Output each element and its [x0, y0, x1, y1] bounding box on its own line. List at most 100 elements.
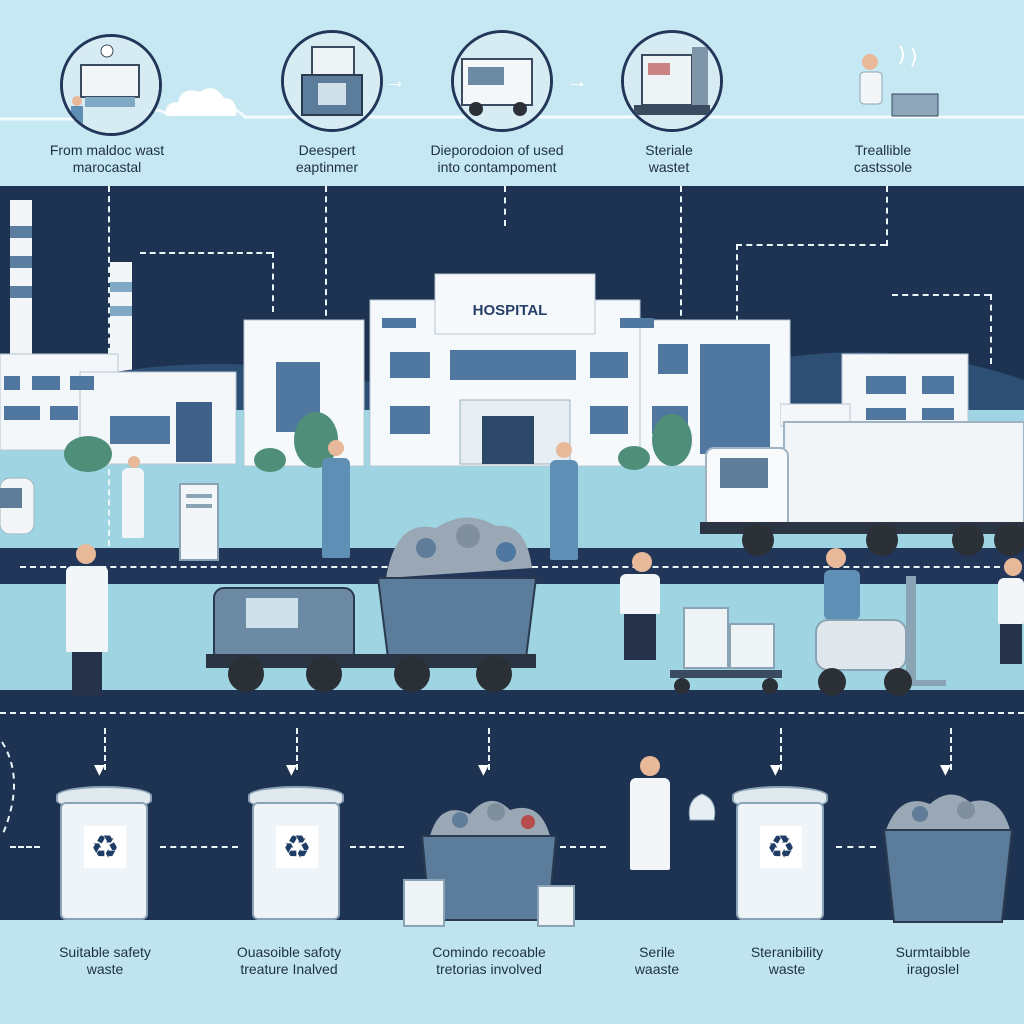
connector-line	[886, 186, 888, 246]
bin-label-4: Serile waaste	[572, 944, 742, 978]
connector-line	[780, 728, 782, 770]
step-circle-1	[60, 34, 162, 136]
step-circle-4	[621, 30, 723, 132]
doctor-legs	[72, 652, 102, 696]
road-curve	[1, 741, 15, 837]
road-marking	[0, 712, 1024, 714]
step-circle-2	[281, 30, 383, 132]
worker-figure	[322, 458, 350, 558]
bin-label-line2: iragoslel	[906, 961, 960, 977]
arrow-right-icon: →	[566, 68, 588, 93]
step-label-3: Dieporodoion of used into contampoment	[412, 142, 582, 176]
connector-line	[350, 846, 404, 848]
step-label-line2: castssole	[853, 159, 913, 175]
staff-figure	[998, 578, 1024, 624]
connector-line	[680, 186, 682, 326]
recycle-icon: ♻	[276, 826, 318, 868]
bin-label-line1: Comindo recoable	[432, 944, 546, 960]
connector-line	[160, 846, 238, 848]
worker-head	[328, 440, 344, 456]
connector-line	[504, 186, 506, 226]
step-circle-3	[451, 30, 553, 132]
technician-icon	[859, 45, 939, 117]
arrow-down-icon: ▼	[94, 762, 105, 778]
connector-line	[10, 846, 40, 848]
staff-skirt	[1000, 624, 1022, 664]
sample-bag-icon	[688, 793, 716, 821]
side-building-left	[0, 353, 237, 465]
bin-label-line2: waste	[768, 961, 806, 977]
bin-label-line2: waste	[86, 961, 124, 977]
worker-head	[128, 456, 140, 468]
bin-label-line2: tretorias involved	[436, 961, 542, 977]
arrow-down-icon: ▼	[940, 762, 951, 778]
connector-line	[272, 252, 274, 312]
connector-line	[836, 846, 876, 848]
staff-head	[1004, 558, 1022, 576]
doctor-head	[640, 756, 660, 776]
step-label-line1: Dieporodoion of used	[430, 142, 564, 158]
recycle-icon: ♻	[84, 826, 126, 868]
worker-head	[556, 442, 572, 458]
step-label-1: From maldoc wast marocastal	[22, 142, 192, 176]
arrow-right-icon: →	[384, 68, 406, 93]
open-bin-3	[403, 800, 575, 927]
step-label-line2: eaptinmer	[295, 159, 359, 175]
step-label-line2: wastet	[648, 159, 690, 175]
step-label-line1: Deespert	[298, 142, 356, 158]
step-label-5: Treallible castssole	[798, 142, 968, 176]
bin-label-3: Comindo recoable tretorias involved	[404, 944, 574, 978]
open-bin-6	[882, 794, 1014, 923]
bin-label-line1: Surmtaibble	[895, 944, 971, 960]
worker-figure	[122, 468, 144, 538]
container-truck	[700, 421, 1024, 556]
step-label-4: Steriale wastet	[584, 142, 754, 176]
bin-label-5: Steranibility waste	[702, 944, 872, 978]
step-label-line1: Treallible	[854, 142, 912, 158]
doctor-head	[76, 544, 96, 564]
staff-figure	[620, 574, 660, 614]
side-building-right	[780, 353, 969, 427]
bin-label-1: Suitable safety waste	[20, 944, 190, 978]
bin-label-line1: Suitable safety	[59, 944, 151, 960]
bin-label-line2: treature Inalved	[240, 961, 338, 977]
recycle-icon: ♻	[760, 826, 802, 868]
worker-figure	[550, 460, 578, 560]
bin-label-line1: Serile	[639, 944, 675, 960]
doctor-figure	[630, 778, 670, 870]
bin-label-line2: waaste	[634, 961, 680, 977]
trees	[64, 412, 692, 472]
staff-skirt	[624, 614, 656, 660]
info-kiosk	[179, 483, 219, 561]
connector-line	[560, 846, 606, 848]
step-label-2: Deespert eaptinmer	[242, 142, 412, 176]
connector-line	[892, 294, 990, 296]
connector-line	[950, 728, 952, 770]
bin-label-line1: Steranibility	[750, 944, 824, 960]
connector-line	[296, 728, 298, 770]
connector-line	[990, 294, 992, 364]
step-label-line1: From maldoc wast	[49, 142, 165, 158]
connector-line	[325, 186, 327, 326]
truck-icon	[454, 33, 550, 129]
connector-line	[104, 728, 106, 770]
bin-label-2: Ouasoible safoty treature Inalved	[204, 944, 374, 978]
equipment-box-icon	[284, 33, 380, 129]
arrow-down-icon: ▼	[286, 762, 297, 778]
hospital-room-icon	[63, 37, 159, 133]
label-band	[0, 920, 1024, 1024]
equipment-cart	[670, 607, 782, 694]
arrow-down-icon: ▼	[478, 762, 489, 778]
garbage-truck	[206, 517, 538, 692]
sterilizer-icon	[624, 33, 720, 129]
step-label-line1: Steriale	[645, 142, 693, 158]
van	[0, 477, 35, 535]
connector-line	[140, 252, 272, 254]
step-label-line2: marocastal	[72, 159, 142, 175]
bin-label-line1: Ouasoible safoty	[236, 944, 342, 960]
arrow-down-icon: ▼	[770, 762, 781, 778]
bin-label-6: Surmtaibble iragoslel	[848, 944, 1018, 978]
step-label-line2: into contampoment	[437, 159, 557, 175]
cloud-icon	[165, 88, 237, 116]
hospital-sign: HOSPITAL	[472, 302, 548, 319]
